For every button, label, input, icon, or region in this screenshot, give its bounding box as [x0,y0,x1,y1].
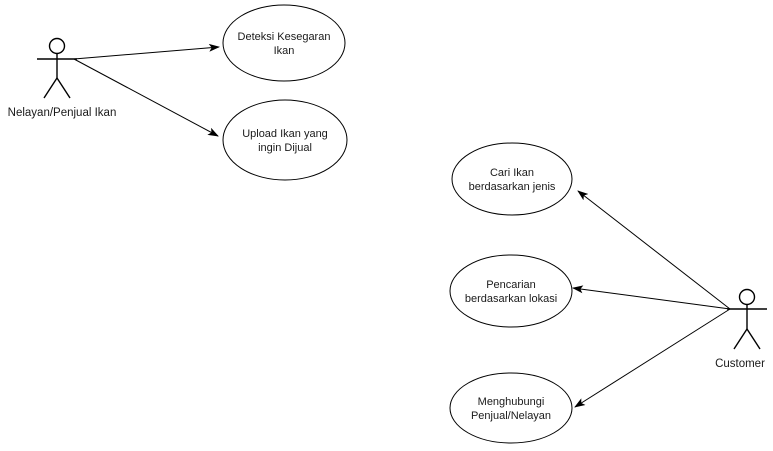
association-customer-to-pencarian[interactable] [572,285,731,310]
use-case-label-line1: Pencarian [486,279,536,291]
use-case-label-line1: Upload Ikan yang [242,128,328,140]
association-customer-to-menghubungi[interactable] [574,308,731,408]
use-case-label-line2: berdasarkan jenis [469,181,556,193]
use-case-ellipse[interactable] [222,99,348,181]
use-case-label-line2: ingin Dijual [258,142,312,154]
actor-leg-left-icon [733,328,748,350]
actor-leg-right-icon [746,328,761,350]
association-nelayan-to-upload[interactable] [73,58,219,137]
use-case-ellipse[interactable] [449,372,573,444]
use-case-deteksi-kesegaran-ikan[interactable]: Deteksi Kesegaran Ikan [222,4,346,82]
actor-label: Customer [715,358,765,370]
use-case-cari-ikan-berdasarkan-jenis[interactable]: Cari Ikan berdasarkan jenis [451,142,573,216]
actor-nelayan-penjual-ikan[interactable]: Nelayan/Penjual Ikan [8,37,117,120]
use-case-label-line2: berdasarkan lokasi [465,293,557,305]
use-case-menghubungi-penjual-nelayan[interactable]: Menghubungi Penjual/Nelayan [449,372,573,444]
use-case-pencarian-berdasarkan-lokasi[interactable]: Pencarian berdasarkan lokasi [449,254,573,328]
use-case-label-line1: Cari Ikan [490,167,534,179]
use-case-ellipse[interactable] [222,4,346,82]
association-customer-to-cari-ikan[interactable] [577,190,731,310]
actor-head-icon [738,288,756,306]
actor-customer[interactable]: Customer [715,288,767,371]
association-nelayan-to-deteksi[interactable] [73,43,220,60]
use-case-ellipse[interactable] [451,142,573,216]
use-case-label-line2: Penjual/Nelayan [471,410,551,422]
associations-group [73,43,731,408]
actor-head-icon [48,37,66,55]
use-case-label-line2: Ikan [274,45,295,57]
use-case-ellipse[interactable] [449,254,573,328]
actor-leg-right-icon [56,77,71,99]
use-case-upload-ikan-yang-ingin-dijual[interactable]: Upload Ikan yang ingin Dijual [222,99,348,181]
use-case-label-line1: Menghubungi [478,396,545,408]
actor-label: Nelayan/Penjual Ikan [8,107,117,119]
actor-leg-left-icon [43,77,58,99]
use-case-label-line1: Deteksi Kesegaran [238,31,331,43]
